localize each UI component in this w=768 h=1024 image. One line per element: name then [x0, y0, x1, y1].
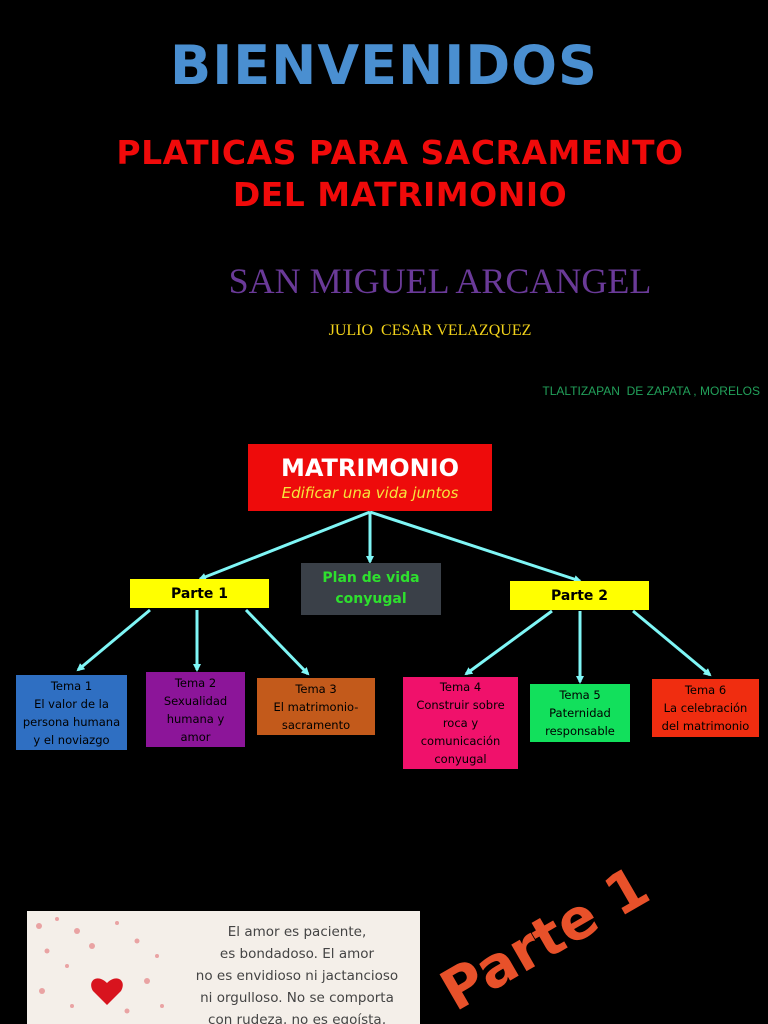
- connector-root-part1: [198, 510, 371, 581]
- topic-line: comunicación: [420, 734, 501, 748]
- topic-line: El valor de la: [34, 696, 109, 711]
- topic-line: Tema 1: [50, 678, 93, 693]
- verse-line: ni orgulloso. No se comporta: [200, 990, 394, 1006]
- verse-line: es bondadoso. El amor: [219, 946, 375, 962]
- topic-3-node: Tema 3 El matrimonio- sacramento: [257, 678, 375, 735]
- connector-part2-t4: [464, 609, 553, 676]
- topic-2-node: Tema 2 Sexualidad humana y amor: [146, 672, 245, 747]
- topic-line: del matrimonio: [661, 719, 750, 733]
- hearts-decoration: [36, 917, 164, 1014]
- part-2-label: Parte 2: [550, 587, 609, 604]
- subtitle-line-2: DEL MATRIMONIO: [232, 175, 568, 214]
- topic-line: Construir sobre: [416, 698, 505, 712]
- plan-line-2: conyugal: [335, 591, 407, 607]
- subtitle-line-1: PLATICAS PARA SACRAMENTO: [116, 133, 684, 172]
- part-1-label: Parte 1: [170, 585, 229, 602]
- topic-line: Tema 6: [684, 683, 727, 697]
- plan-node: Plan de vida conyugal: [301, 563, 441, 615]
- topic-line: amor: [180, 729, 211, 744]
- root-node-subtitle: Edificar una vida juntos: [281, 483, 459, 502]
- welcome-title: BIENVENIDOS: [170, 34, 598, 97]
- topic-line: Tema 2: [174, 675, 217, 690]
- topic-line: sacramento: [281, 717, 351, 732]
- topic-line: persona humana: [22, 714, 121, 729]
- topic-line: El matrimonio-: [273, 699, 359, 714]
- verse-text: El amor es paciente, es bondadoso. El am…: [177, 921, 417, 1024]
- connector-root-part2: [369, 510, 582, 583]
- topic-5-node: Tema 5 Paternidad responsable: [530, 684, 630, 742]
- connector-part1-t1: [76, 608, 151, 672]
- location-text: TLALTIZAPAN DE ZAPATA , MORELOS: [542, 384, 760, 398]
- topic-line: Tema 5: [559, 688, 601, 702]
- verse-line: con rudeza, no es egoísta,: [208, 1012, 386, 1024]
- part-2-node: Parte 2: [510, 581, 649, 610]
- parish-name: SAN MIGUEL ARCANGEL: [228, 261, 652, 301]
- plan-line-1: Plan de vida: [322, 570, 420, 586]
- topic-line: responsable: [545, 724, 615, 738]
- topic-line: humana y: [166, 711, 225, 726]
- topic-line: roca y: [442, 716, 479, 730]
- topic-line: Paternidad: [549, 706, 611, 720]
- topic-line: Tema 4: [439, 680, 482, 694]
- topic-line: conyugal: [434, 752, 487, 766]
- part-1-node: Parte 1: [130, 579, 269, 608]
- root-node-title: MATRIMONIO: [280, 453, 460, 482]
- topic-4-node: Tema 4 Construir sobre roca y comunicaci…: [403, 677, 518, 769]
- verse-line: no es envidioso ni jactancioso: [195, 968, 399, 984]
- root-node-matrimonio: MATRIMONIO Edificar una vida juntos: [248, 444, 492, 511]
- connector-part1-t3: [244, 608, 310, 676]
- topic-line: Sexualidad: [163, 693, 228, 708]
- topic-line: y el noviazgo: [33, 732, 110, 747]
- love-verse-image: El amor es paciente, es bondadoso. El am…: [27, 911, 420, 1024]
- connector-part2-t6: [632, 609, 712, 677]
- course-subtitle: PLATICAS PARA SACRAMENTO DEL MATRIMONIO: [40, 132, 760, 216]
- topic-line: Tema 3: [295, 681, 337, 696]
- topic-line: La celebración: [663, 701, 748, 715]
- topic-1-node: Tema 1 El valor de la persona humana y e…: [16, 675, 127, 750]
- author-name: JULIO CESAR VELAZQUEZ: [328, 322, 532, 339]
- topic-6-node: Tema 6 La celebración del matrimonio: [652, 679, 759, 737]
- verse-line: El amor es paciente,: [227, 924, 367, 940]
- heart-icon: [91, 978, 123, 1005]
